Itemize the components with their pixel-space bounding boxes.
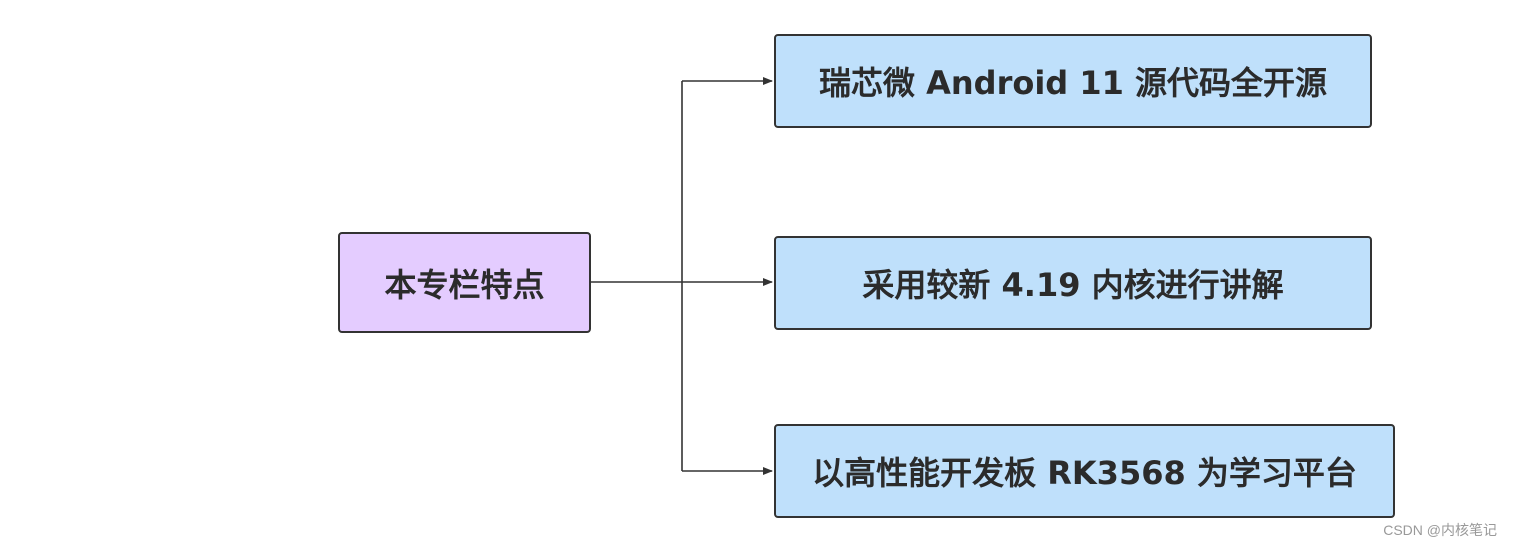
- child-node-source-code: 瑞芯微 Android 11 源代码全开源: [774, 34, 1372, 128]
- child-node-label: 采用较新 4.19 内核进行讲解: [862, 266, 1284, 304]
- child-node-kernel: 采用较新 4.19 内核进行讲解: [774, 236, 1372, 330]
- watermark: CSDN @内核笔记: [1383, 522, 1497, 538]
- child-node-platform: 以高性能开发板 RK3568 为学习平台: [774, 424, 1395, 518]
- child-node-label: 瑞芯微 Android 11 源代码全开源: [818, 64, 1328, 102]
- root-node: 本专栏特点: [338, 232, 591, 333]
- child-node-label: 以高性能开发板 RK3568 为学习平台: [812, 454, 1357, 492]
- root-node-label: 本专栏特点: [384, 265, 545, 304]
